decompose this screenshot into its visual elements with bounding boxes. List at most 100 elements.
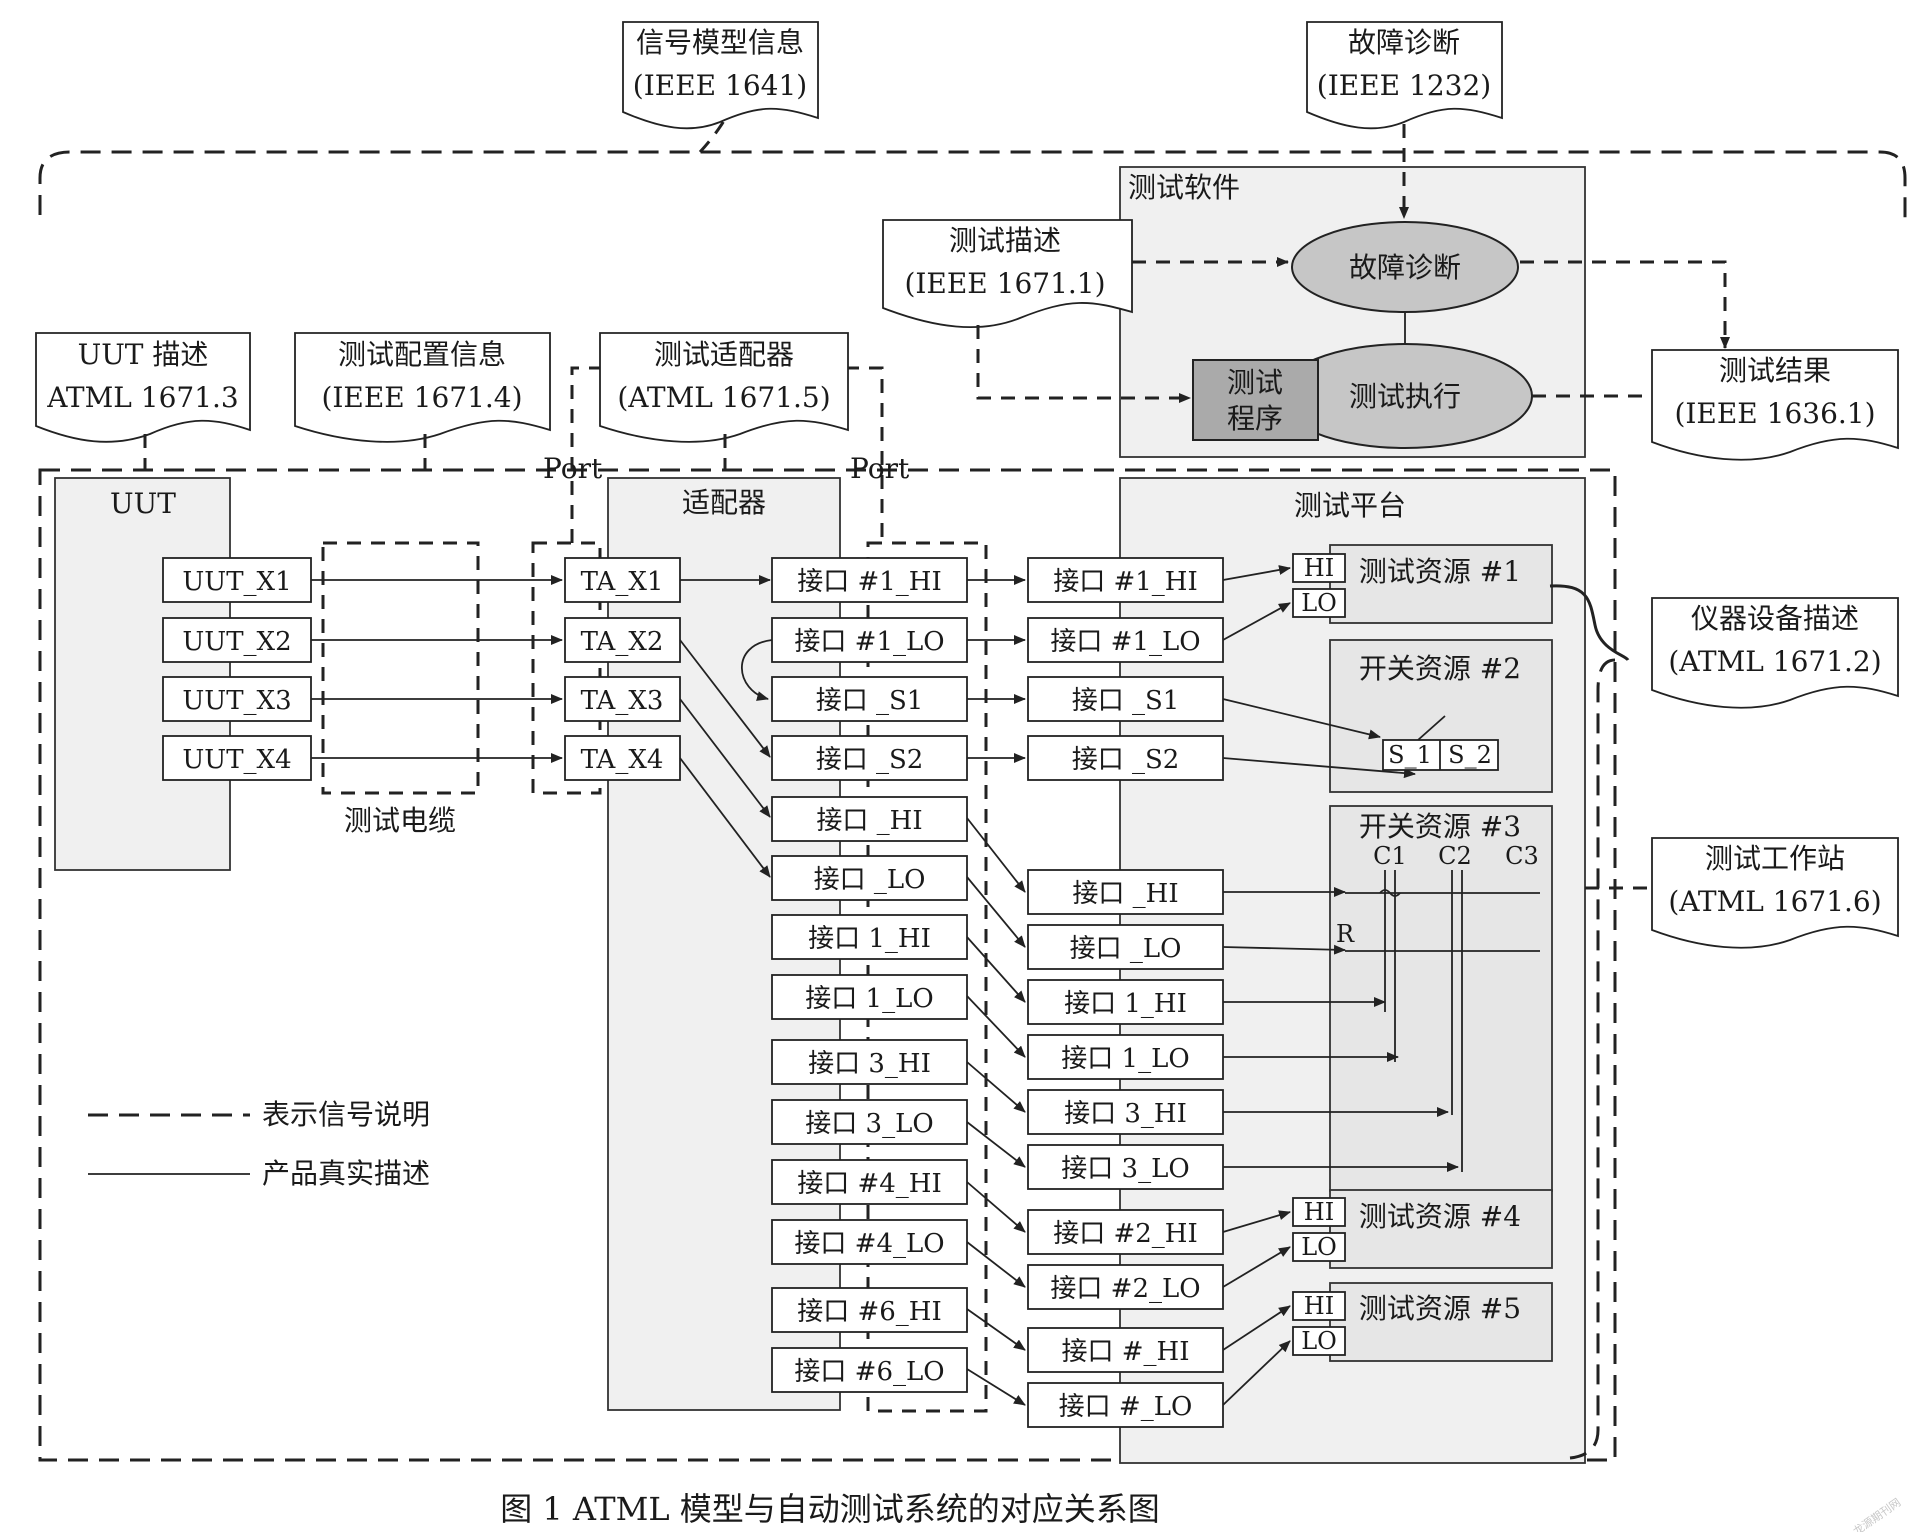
platform-interface-box-4: [1027, 735, 1224, 781]
lo-tag-4: LO: [1301, 1233, 1337, 1261]
test-config-doc: [294, 332, 551, 443]
test-resource-5-panel: [1329, 1282, 1553, 1362]
test-result-standard: (IEEE 1636.1): [1674, 397, 1875, 430]
signal-model-standard: (IEEE 1641): [633, 69, 807, 102]
platform-interface-label-7: 接口 1_HI: [1064, 989, 1187, 1019]
test-program-label-2: 程序: [1227, 402, 1283, 435]
platform-to-resource-arrows: [1222, 565, 1459, 1406]
matrix-col-c3: C3: [1505, 842, 1539, 870]
adapter-interface-box-10: [771, 1099, 968, 1145]
adapter-interface-label-14: 接口 #6_LO: [794, 1357, 944, 1387]
desc-to-program-arrow: [976, 325, 1191, 403]
switch-3-matrix: [1345, 870, 1540, 1172]
test-adapter-standard: (ATML 1671.5): [617, 381, 830, 414]
uut-description-standard: ATML 1671.3: [46, 381, 239, 414]
adapter-interface-box-4: [771, 735, 968, 781]
platform-interface-box-13: [1027, 1327, 1224, 1373]
adapter-interface-label-8: 接口 1_LO: [805, 984, 933, 1014]
platform-interface-label-13: 接口 #_HI: [1062, 1337, 1190, 1367]
uut-panel: [54, 477, 231, 871]
platform-interface-label-6: 接口 _LO: [1070, 934, 1182, 964]
platform-interface-box-3: [1027, 676, 1224, 722]
hi-tag-1: HI: [1304, 554, 1334, 582]
ta-pin-boxes: [564, 557, 681, 781]
switch-2-contacts: [1382, 715, 1499, 771]
fault-to-result-arrow: [1520, 260, 1730, 349]
switch-resource-2-label: 开关资源 #2: [1359, 652, 1521, 685]
test-resource-1-panel: [1329, 544, 1553, 624]
platform-title: 测试平台: [1294, 489, 1406, 522]
platform-interface-label-3: 接口 _S1: [1072, 686, 1180, 716]
software-scope-frame: [38, 150, 1907, 225]
adapter-interface-box-8: [771, 974, 968, 1020]
test-resource-1-label: 测试资源 #1: [1359, 555, 1521, 588]
figure-caption: 图 1 ATML 模型与自动测试系统的对应关系图: [500, 1490, 1160, 1528]
software-title: 测试软件: [1128, 171, 1240, 204]
port-label-right: Port: [850, 452, 910, 485]
platform-interface-label-9: 接口 3_HI: [1064, 1099, 1187, 1129]
test-description-title: 测试描述: [949, 224, 1061, 257]
uut-pin-1: UUT_X1: [182, 567, 291, 597]
test-program-node: [1192, 359, 1319, 441]
platform-interface-box-5: [1027, 869, 1224, 915]
adapter-interface-label-4: 接口 _S2: [816, 745, 924, 775]
ta-pin-2: TA_X2: [581, 627, 664, 657]
adapter-interface-box-7: [771, 914, 968, 960]
uut-pin-2: UUT_X2: [182, 627, 291, 657]
platform-interface-box-11: [1027, 1209, 1224, 1255]
test-adapter-title: 测试适配器: [654, 338, 794, 371]
platform-interface-label-14: 接口 #_LO: [1059, 1392, 1193, 1422]
legend-dashed-label: 表示信号说明: [262, 1098, 430, 1131]
switch-contact-s1: S_1: [1388, 741, 1432, 769]
test-result-doc: [1651, 349, 1899, 461]
adapter-interface-box-6: [771, 855, 968, 901]
platform-interface-box-8: [1027, 1034, 1224, 1080]
test-execution-label: 测试执行: [1349, 380, 1461, 413]
adapter-to-platform-arrows: [966, 575, 1026, 1406]
switch-resource-3-panel: [1329, 805, 1553, 1192]
uut-pin-boxes: [162, 557, 312, 781]
platform-interface-label-8: 接口 1_LO: [1061, 1044, 1189, 1074]
adapter-interface-label-1: 接口 #1_HI: [797, 567, 942, 597]
lo-tag-5: LO: [1301, 1327, 1337, 1355]
adapter-interface-box-13: [771, 1287, 968, 1333]
adapter-interface-label-6: 接口 _LO: [814, 865, 926, 895]
adapter-interface-box-14: [771, 1347, 968, 1393]
ta-connector-frame: [531, 541, 602, 795]
instrument-link: [1549, 584, 1630, 662]
platform-interface-label-2: 接口 #1_LO: [1050, 627, 1200, 657]
platform-interface-box-7: [1027, 979, 1224, 1025]
adapter-interface-label-11: 接口 #4_HI: [797, 1169, 942, 1199]
test-program-label-1: 测试: [1227, 366, 1283, 399]
uut-to-ta-arrows: [311, 575, 563, 763]
platform-interface-label-5: 接口 _HI: [1072, 879, 1178, 909]
instrument-description-title: 仪器设备描述: [1691, 602, 1859, 635]
test-description-doc: [882, 219, 1133, 329]
platform-interface-label-12: 接口 #2_LO: [1050, 1274, 1200, 1304]
legend-solid-label: 产品真实描述: [262, 1157, 430, 1190]
adapter-interface-label-9: 接口 3_HI: [808, 1049, 931, 1079]
test-result-title: 测试结果: [1719, 354, 1831, 387]
adapter-interface-box-12: [771, 1219, 968, 1265]
fault-diagnosis-doc-standard: (IEEE 1232): [1317, 69, 1491, 102]
test-description-standard: (IEEE 1671.1): [904, 267, 1105, 300]
uut-description-doc: [35, 332, 251, 443]
platform-right-bracket: [1569, 658, 1616, 1460]
matrix-col-c1: C1: [1373, 842, 1407, 870]
uut-pin-3: UUT_X3: [182, 686, 291, 716]
workstation-title: 测试工作站: [1705, 842, 1845, 875]
workstation-standard: (ATML 1671.6): [1668, 885, 1881, 918]
test-adapter-doc: [599, 332, 849, 443]
platform-interface-label-11: 接口 #2_HI: [1053, 1219, 1198, 1249]
ta-pin-3: TA_X3: [581, 686, 664, 716]
instrument-description-doc: [1651, 597, 1899, 709]
fault-diagnosis-doc: [1306, 21, 1503, 130]
platform-interface-box-6: [1027, 924, 1224, 970]
uut-description-title: UUT 描述: [78, 338, 209, 371]
adapter-interface-label-5: 接口 _HI: [816, 806, 922, 836]
fault-diagnosis-doc-title: 故障诊断: [1348, 26, 1460, 59]
adapter-interface-box-11: [771, 1159, 968, 1205]
hi-tag-5: HI: [1304, 1292, 1334, 1320]
